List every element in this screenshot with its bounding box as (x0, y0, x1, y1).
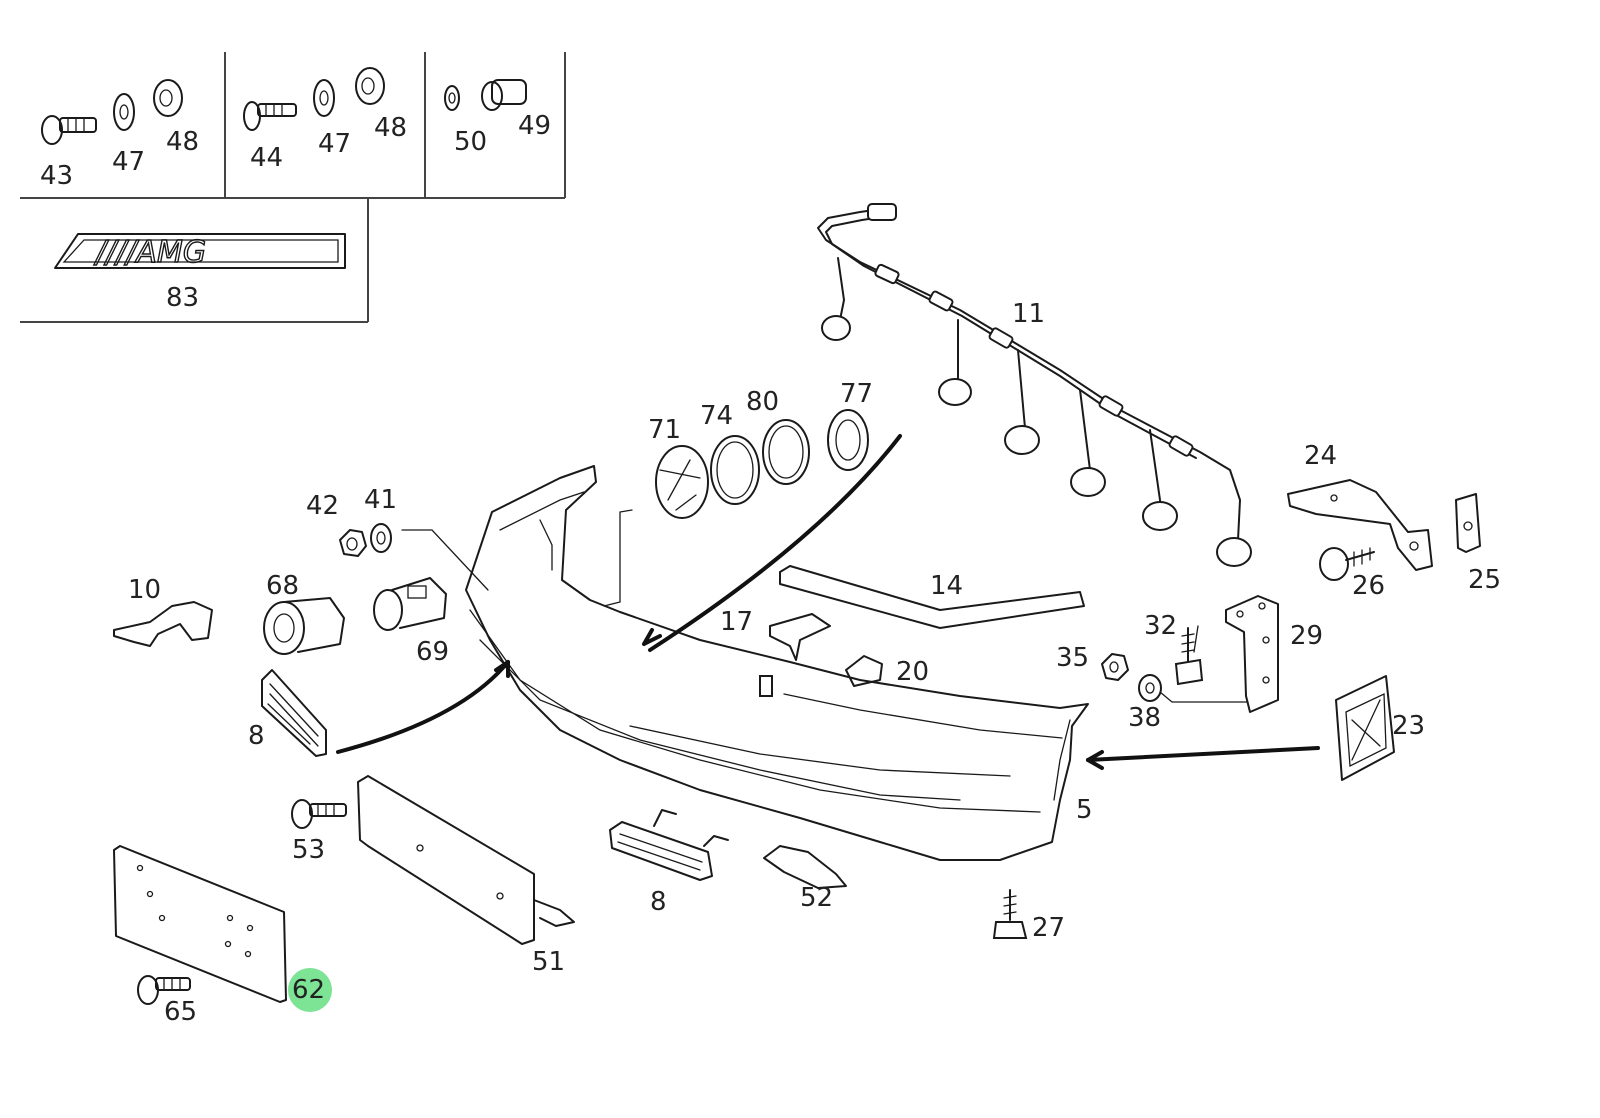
clip-25[interactable] (1455, 493, 1481, 553)
label-47a: 47 (112, 147, 145, 177)
washer-38[interactable] (1138, 674, 1162, 702)
screw-32[interactable] (1174, 627, 1204, 686)
label-69: 69 (416, 637, 449, 667)
svg-text:////AMG: ////AMG (93, 235, 206, 270)
grille-8b[interactable] (609, 809, 729, 881)
cover-52[interactable] (763, 845, 847, 889)
label-68: 68 (266, 571, 299, 601)
sensor-harness-11[interactable] (817, 203, 1252, 567)
label-83: 83 (166, 283, 199, 313)
label-42: 42 (306, 491, 339, 521)
bracket-29[interactable] (1225, 595, 1279, 713)
bracket-24[interactable] (1287, 479, 1433, 571)
highlight-marker (288, 968, 332, 1012)
label-53: 53 (292, 835, 325, 865)
label-48a: 48 (166, 127, 199, 157)
label-62: 62 (292, 975, 325, 1005)
label-25: 25 (1468, 565, 1501, 595)
license-plate-62[interactable] (113, 845, 287, 1003)
sensor-mount-71[interactable] (655, 445, 709, 519)
hardware-inset-boxes (20, 52, 566, 323)
label-20: 20 (896, 657, 929, 687)
bolt-53[interactable] (291, 799, 347, 829)
bumper-cover-5[interactable] (465, 465, 1089, 861)
label-11: 11 (1012, 299, 1045, 329)
label-74: 74 (700, 401, 733, 431)
label-50: 50 (454, 127, 487, 157)
label-23: 23 (1392, 711, 1425, 741)
grille-8a[interactable] (261, 669, 327, 757)
label-65: 65 (164, 997, 197, 1027)
label-51: 51 (532, 947, 565, 977)
bolt-65[interactable] (137, 975, 191, 1005)
label-17: 17 (720, 607, 753, 637)
ring-77[interactable] (827, 409, 869, 471)
label-44: 44 (250, 143, 283, 173)
label-29: 29 (1290, 621, 1323, 651)
ring-80[interactable] (762, 419, 810, 485)
washer-50[interactable] (444, 85, 460, 111)
label-47b: 47 (318, 129, 351, 159)
mount-23[interactable] (1335, 675, 1395, 781)
license-plate-holder-51[interactable] (357, 775, 575, 945)
nut-42[interactable] (339, 529, 367, 557)
screw-27[interactable] (992, 889, 1028, 939)
label-80: 80 (746, 387, 779, 417)
nut-48b[interactable] (355, 67, 385, 105)
label-5: 5 (1076, 795, 1093, 825)
bolt-43[interactable] (41, 115, 97, 145)
label-49: 49 (518, 111, 551, 141)
label-43: 43 (40, 161, 73, 191)
label-38: 38 (1128, 703, 1161, 733)
label-48b: 48 (374, 113, 407, 143)
label-77: 77 (840, 379, 873, 409)
assembly-arrows (336, 434, 1320, 770)
trim-strip-14[interactable] (779, 565, 1085, 629)
washer-47b[interactable] (313, 79, 335, 117)
clip-10[interactable] (113, 601, 213, 647)
label-26: 26 (1352, 571, 1385, 601)
sensor-housing-68[interactable] (263, 597, 345, 655)
screw-26[interactable] (1319, 547, 1375, 581)
label-27: 27 (1032, 913, 1065, 943)
label-41: 41 (364, 485, 397, 515)
washer-41[interactable] (370, 523, 392, 553)
label-8a: 8 (248, 721, 265, 751)
nut-48a[interactable] (153, 79, 183, 117)
label-14: 14 (930, 571, 963, 601)
ring-74[interactable] (710, 435, 760, 505)
leader-lines (401, 509, 1249, 703)
spacer-49[interactable] (481, 79, 527, 111)
clip-20[interactable] (845, 655, 883, 687)
label-32: 32 (1144, 611, 1177, 641)
bracket-17[interactable] (769, 613, 831, 661)
label-24: 24 (1304, 441, 1337, 471)
label-8b: 8 (650, 887, 667, 917)
sensor-69[interactable] (373, 577, 447, 631)
amg-badge-83[interactable]: ////AMG (54, 233, 346, 271)
label-10: 10 (128, 575, 161, 605)
label-52: 52 (800, 883, 833, 913)
bolt-44[interactable] (243, 101, 297, 131)
part-number-labels: 43 47 48 44 47 48 50 49 83 11 71 74 80 7… (40, 111, 1501, 1027)
label-71: 71 (648, 415, 681, 445)
nut-35[interactable] (1101, 653, 1129, 681)
label-35: 35 (1056, 643, 1089, 673)
washer-47a[interactable] (113, 93, 135, 131)
